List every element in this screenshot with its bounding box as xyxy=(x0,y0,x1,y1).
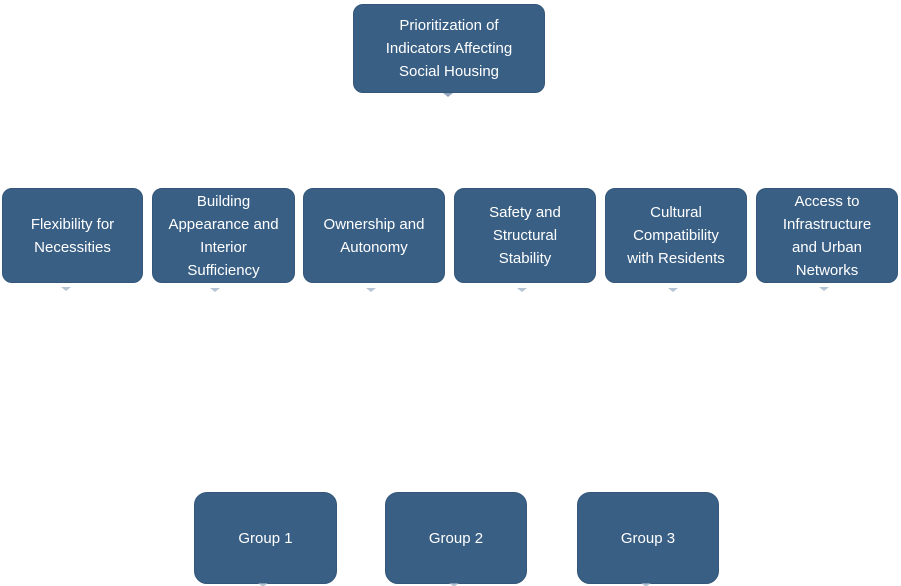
connector-arrow-icon xyxy=(668,288,678,292)
connector-arrow-icon xyxy=(641,583,651,586)
node-group-label: Group 3 xyxy=(620,529,676,547)
node-indicator-label: Flexibility for Necessities xyxy=(30,215,115,256)
connector-arrow-icon xyxy=(366,288,376,292)
node-indicator-cultural-compatibility-with-residents: Cultural Compatibility with Residents xyxy=(605,188,747,283)
connector-arrow-icon xyxy=(443,93,453,97)
connector-arrow-icon xyxy=(210,288,220,292)
node-indicator-label: Building Appearance and Interior Suffici… xyxy=(168,192,279,279)
node-indicator-building-appearance-interior-sufficiency: Building Appearance and Interior Suffici… xyxy=(152,188,295,283)
node-group-label: Group 1 xyxy=(238,529,293,547)
connector-arrow-icon xyxy=(819,287,829,291)
node-indicator-label: Safety and Structural Stability xyxy=(489,204,561,267)
node-indicator-ownership-and-autonomy: Ownership and Autonomy xyxy=(303,188,445,283)
connector-arrow-icon xyxy=(449,583,459,586)
node-indicator-label: Ownership and Autonomy xyxy=(323,215,425,256)
node-indicator-label: Cultural Compatibility with Residents xyxy=(627,204,725,267)
node-prioritization-title: Prioritization of Indicators Affecting S… xyxy=(353,4,545,93)
node-indicator-label: Access to Infrastructure and Urban Netwo… xyxy=(782,192,872,279)
node-group-3: Group 3 xyxy=(577,492,719,584)
node-group-label: Group 2 xyxy=(428,529,484,547)
node-indicator-access-infrastructure-urban-networks: Access to Infrastructure and Urban Netwo… xyxy=(756,188,898,283)
connector-arrow-icon xyxy=(61,287,71,291)
node-group-1: Group 1 xyxy=(194,492,337,584)
node-indicator-safety-and-structural-stability: Safety and Structural Stability xyxy=(454,188,596,283)
connector-arrow-icon xyxy=(517,288,527,292)
connector-arrow-icon xyxy=(258,583,268,586)
node-prioritization-title-label: Prioritization of Indicators Affecting S… xyxy=(385,17,513,80)
node-indicator-flexibility-for-necessities: Flexibility for Necessities xyxy=(2,188,143,283)
node-group-2: Group 2 xyxy=(385,492,527,584)
